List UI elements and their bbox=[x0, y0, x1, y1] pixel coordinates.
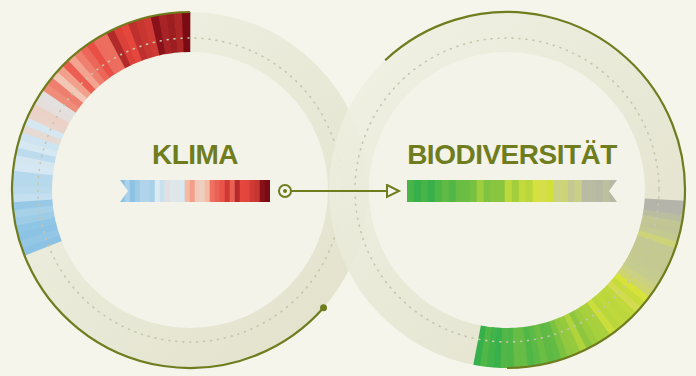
stripe bbox=[182, 12, 191, 52]
stripe-ribbon bbox=[407, 180, 617, 202]
edge-group bbox=[278, 185, 399, 197]
outline-arc bbox=[385, 12, 685, 368]
ring-inner bbox=[52, 52, 328, 328]
ribbon-stripe bbox=[477, 180, 485, 202]
ribbon-stripe bbox=[491, 180, 499, 202]
ribbon-stripe bbox=[220, 180, 226, 202]
stripe-ribbon bbox=[120, 180, 270, 202]
ribbon-stripe bbox=[414, 180, 422, 202]
ribbon-stripe bbox=[215, 180, 221, 202]
ribbon-stripe bbox=[505, 180, 513, 202]
ribbon-stripe bbox=[456, 180, 464, 202]
topic-label: KLIMA bbox=[112, 138, 278, 202]
ribbon-stripe bbox=[210, 180, 216, 202]
topic-label: BIODIVERSITÄT bbox=[399, 138, 625, 202]
ribbon-stripe bbox=[582, 180, 590, 202]
ribbon-stripe bbox=[190, 180, 196, 202]
ribbon-stripe bbox=[195, 180, 201, 202]
ribbon-stripe bbox=[165, 180, 171, 202]
ribbon-stripe bbox=[547, 180, 555, 202]
ring-inner bbox=[369, 52, 645, 328]
ribbon-stripe bbox=[596, 180, 604, 202]
ribbon-stripe bbox=[428, 180, 436, 202]
ribbon-stripe bbox=[155, 180, 161, 202]
flow-arrow bbox=[278, 190, 399, 192]
ribbon-stripe bbox=[533, 180, 541, 202]
topic-title: BIODIVERSITÄT bbox=[407, 138, 617, 172]
ribbon-stripe bbox=[610, 180, 617, 202]
stripe bbox=[501, 328, 509, 368]
ribbon-stripe bbox=[230, 180, 236, 202]
ribbon-stripe bbox=[185, 180, 191, 202]
ribbon-stripe bbox=[484, 180, 492, 202]
ribbon-stripe bbox=[442, 180, 450, 202]
ribbon-stripe bbox=[180, 180, 186, 202]
ribbon-stripe bbox=[589, 180, 597, 202]
ribbon-stripe bbox=[225, 180, 231, 202]
ribbon-stripe bbox=[470, 180, 478, 202]
outline-arc bbox=[12, 12, 324, 368]
ribbon-stripe bbox=[519, 180, 527, 202]
ribbon-stripe bbox=[540, 180, 548, 202]
ribbon-stripe bbox=[200, 180, 206, 202]
ribbon-stripe bbox=[160, 180, 166, 202]
ribbon-stripe bbox=[512, 180, 520, 202]
ribbon-stripe bbox=[554, 180, 562, 202]
topic-title: KLIMA bbox=[152, 138, 238, 172]
dotted-circle bbox=[355, 38, 659, 342]
ribbon-stripe bbox=[421, 180, 429, 202]
tail-ring bbox=[279, 185, 291, 197]
ribbon-stripe bbox=[205, 180, 211, 202]
ribbon-stripe bbox=[175, 180, 181, 202]
ribbon-stripe bbox=[526, 180, 534, 202]
ribbon-stripe bbox=[603, 180, 611, 202]
ribbon-stripe bbox=[568, 180, 576, 202]
ribbon-stripe bbox=[463, 180, 471, 202]
ribbon-stripe bbox=[135, 180, 141, 202]
ribbon-stripe bbox=[245, 180, 251, 202]
ribbon-stripe bbox=[145, 180, 151, 202]
ribbon-stripe bbox=[140, 180, 146, 202]
tail-dot bbox=[283, 189, 287, 193]
ribbon-stripe bbox=[575, 180, 583, 202]
ribbon-stripe bbox=[407, 180, 414, 202]
ribbon-stripe bbox=[130, 180, 136, 202]
ribbon-stripe bbox=[498, 180, 506, 202]
stripe bbox=[12, 193, 52, 202]
ribbon-stripe bbox=[260, 180, 266, 202]
ribbon-stripe bbox=[240, 180, 246, 202]
ribbon-stripe bbox=[449, 180, 457, 202]
end-dot bbox=[320, 304, 327, 311]
ribbon-stripe bbox=[561, 180, 569, 202]
ribbon-stripe bbox=[150, 180, 156, 202]
ribbon-stripe bbox=[435, 180, 443, 202]
ribbon-stripe bbox=[120, 180, 125, 202]
ribbon-stripe bbox=[265, 180, 270, 202]
ribbon-stripe bbox=[250, 180, 256, 202]
stripe bbox=[644, 198, 684, 208]
ribbon-stripe bbox=[125, 180, 131, 202]
ribbon-stripe bbox=[255, 180, 261, 202]
ribbon-stripe bbox=[170, 180, 176, 202]
ribbon-stripe bbox=[235, 180, 241, 202]
